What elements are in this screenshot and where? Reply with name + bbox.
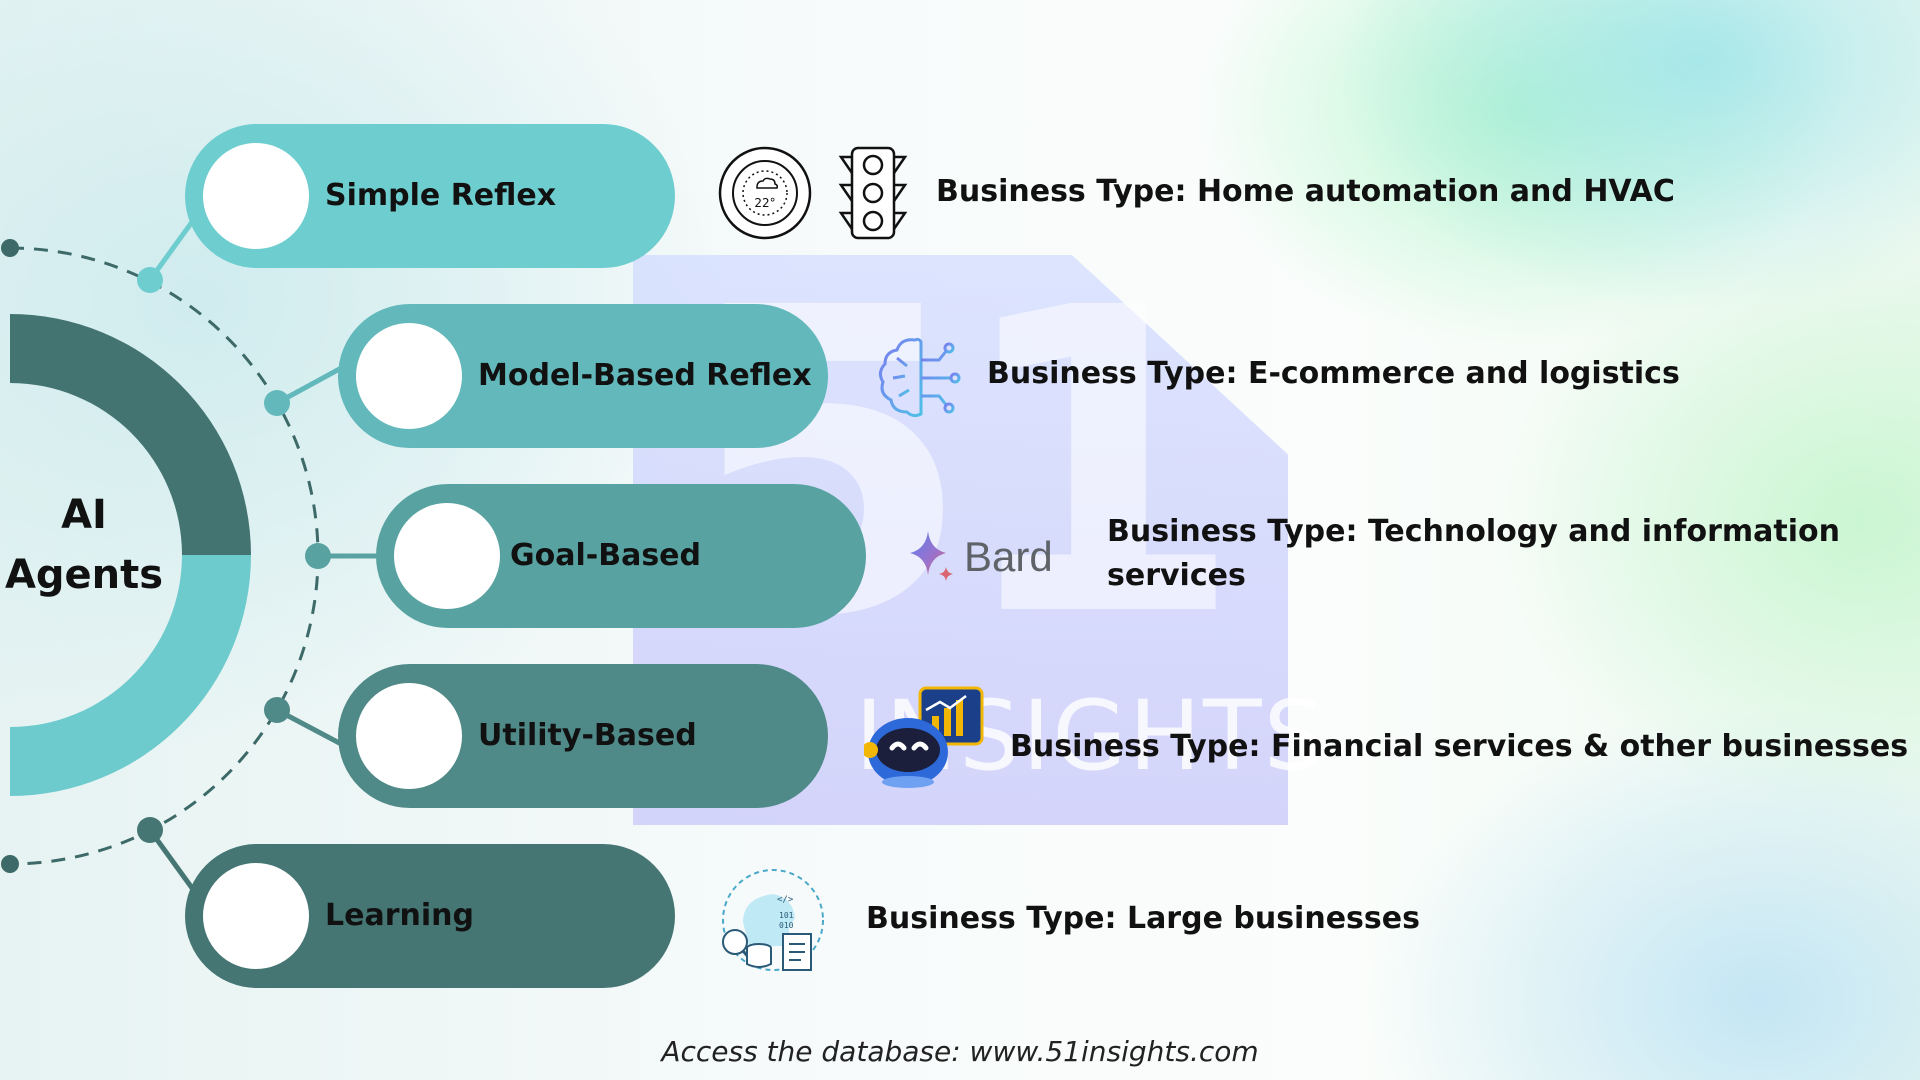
agent-pill-utility-based: Utility-Based bbox=[338, 664, 828, 808]
thermostat-reading: 22° bbox=[754, 196, 775, 210]
business-type-simple-reflex: Business Type: Home automation and HVAC bbox=[936, 174, 1675, 209]
svg-text:010: 010 bbox=[779, 921, 794, 930]
bard-logo: Bard bbox=[908, 525, 1068, 585]
thermostat-icon: 22° bbox=[718, 146, 812, 240]
ring-bottom-half bbox=[10, 555, 251, 796]
agent-pill-learning: Learning bbox=[185, 844, 675, 988]
agent-label: Model-Based Reflex bbox=[478, 358, 812, 393]
pill-circle bbox=[203, 863, 309, 969]
pill-circle bbox=[394, 503, 500, 609]
center-title-line1: AI bbox=[61, 492, 107, 538]
bard-logo-text: Bard bbox=[964, 533, 1053, 580]
pill-circle bbox=[356, 683, 462, 789]
svg-text:101: 101 bbox=[779, 911, 794, 920]
agent-label: Goal-Based bbox=[510, 538, 702, 573]
data-science-icon: </> 101 010 bbox=[722, 869, 824, 971]
pill-circle bbox=[356, 323, 462, 429]
center-title-line2: Agents bbox=[4, 552, 164, 598]
brain-circuit-icon bbox=[878, 337, 961, 418]
agent-label: Simple Reflex bbox=[325, 178, 557, 213]
footer-source: Access the database: www.51insights.com bbox=[661, 1035, 1259, 1068]
agent-pill-simple-reflex: Simple Reflex bbox=[185, 124, 675, 268]
business-type-learning: Business Type: Large businesses bbox=[866, 901, 1420, 936]
connector-dot-3 bbox=[305, 543, 331, 569]
arc-end-dot-bottom bbox=[1, 855, 19, 873]
business-type-utility-based: Business Type: Financial services & othe… bbox=[1010, 729, 1909, 764]
agent-label: Learning bbox=[325, 898, 474, 933]
connector-dot-5 bbox=[137, 817, 163, 843]
center-title: AI Agents bbox=[0, 485, 168, 605]
connector-dot-4 bbox=[264, 697, 290, 723]
agent-pill-goal-based: Goal-Based bbox=[376, 484, 866, 628]
business-type-model-based-reflex: Business Type: E-commerce and logistics bbox=[987, 356, 1680, 391]
agent-label: Utility-Based bbox=[478, 718, 697, 753]
connector-dot-2 bbox=[264, 390, 290, 416]
ring-top-half bbox=[10, 314, 251, 555]
svg-text:</>: </> bbox=[777, 895, 794, 905]
robot-chart-icon bbox=[864, 686, 984, 788]
arc-end-dot-top bbox=[1, 239, 19, 257]
connector-dot-1 bbox=[137, 267, 163, 293]
pill-circle bbox=[203, 143, 309, 249]
agent-pill-model-based-reflex: Model-Based Reflex bbox=[338, 304, 828, 448]
business-type-goal-based: Business Type: Technology and informatio… bbox=[1107, 514, 1840, 593]
bard-sparkle-icon bbox=[910, 531, 953, 581]
traffic-light-icon bbox=[838, 146, 908, 240]
